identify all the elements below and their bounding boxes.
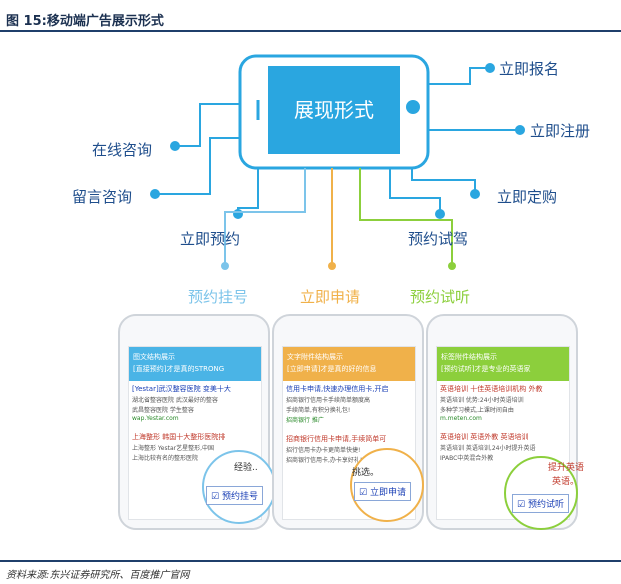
ad-title[interactable]: 上海整形 韩国十大整形医院排 [132,432,258,442]
label-buy-now: 立即定购 [497,186,557,207]
cta-label: 立即申请 [370,488,406,498]
check-icon: ☑ [359,488,370,498]
ad-text: 英语培训 英语培训,24小时提升英语 [440,443,566,452]
ad-banner: 文字附件结构展示 [立即申请]才是真的好的信息 [283,347,415,381]
ad-text: 多种学习模式,上课时间自由 [440,405,566,414]
label-register-now: 立即报名 [499,58,559,79]
cta-button-registration[interactable]: ☑ 预约挂号 [206,486,263,505]
center-label: 展现形式 [268,94,400,123]
ad-title[interactable]: [Yestar]武汉整容医院 变美十大 [132,384,258,394]
source-rule [0,560,621,562]
bubble-text: 挑选。 [352,465,379,478]
sublabel-registration: 预约挂号 [188,286,248,307]
check-icon: ☑ [517,500,528,510]
ad-title[interactable]: 英语培训 十佳英语培训机构 外教 [440,384,566,394]
ad-title[interactable]: 信用卡申请,快速办理信用卡,开启 [286,384,412,394]
banner-line2: [立即申请]才是真的好的信息 [287,363,411,375]
cta-label: 预约试听 [528,500,564,510]
ad-url: m.meten.com [440,415,566,422]
source-note: 资料来源:东兴证券研究所、百度推广官网 [6,566,189,581]
ad-url: wap.Yestar.com [132,415,258,422]
banner-line1: 标签附件结构展示 [441,351,565,363]
banner-line1: 文字附件结构展示 [287,351,411,363]
label-book-test-drive: 预约试驾 [408,228,468,249]
ad-title[interactable]: 英语培训 英语外教 英语培训 [440,432,566,442]
ad-banner: 图文结构展示 [直接预约]才是真的STRONG [129,347,261,381]
banner-line1: 图文结构展示 [133,351,257,363]
ad-text: 英语培训 优势:24小时英语培训 [440,395,566,404]
sublabel-apply: 立即申请 [300,286,360,307]
ad-banner: 标签附件结构展示 [预约试听]才是专业的英语家 [437,347,569,381]
cta-label: 预约挂号 [222,492,258,502]
cta-button-trial[interactable]: ☑ 预约试听 [512,494,569,513]
sublabel-trial-class: 预约试听 [410,286,470,307]
ad-text: 招商银行信用卡手续简单额度高 [286,395,412,404]
banner-line2: [预约试听]才是专业的英语家 [441,363,565,375]
check-icon: ☑ [211,492,222,502]
label-book-now: 立即预约 [180,228,240,249]
label-message-consult: 留言咨询 [72,186,132,207]
phone-home-button [406,100,420,114]
label-online-consult: 在线咨询 [92,139,152,160]
banner-line2: [直接预约]才是真的STRONG [133,363,257,375]
ad-url: 招商银行 推广 [286,415,412,424]
label-signup-now: 立即注册 [530,120,590,141]
cta-button-apply[interactable]: ☑ 立即申请 [354,482,411,501]
bubble-text: 提升英语 [548,460,584,473]
ad-text: 湖北省整容医院 武汉最好的整容 [132,395,258,404]
bubble-text-2: 英语。 [552,474,579,487]
ad-title[interactable]: 招商银行信用卡申请,手续简单可 [286,434,412,444]
ad-text: 手续简单,有积分换礼包! [286,405,412,414]
ad-text: 武昌整容医院 学生整容 [132,405,258,414]
bubble-text: 经验.. [234,460,258,473]
